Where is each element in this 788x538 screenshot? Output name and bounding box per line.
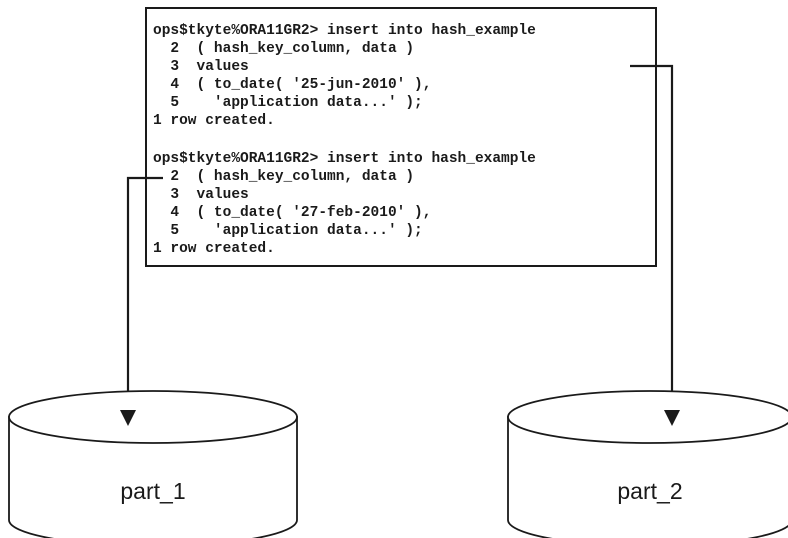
sql-line: 3 values — [153, 187, 249, 203]
sql-line: 4 ( to_date( '25-jun-2010' ), — [153, 77, 431, 93]
sql-line: ops$tkyte%ORA11GR2> insert into hash_exa… — [153, 151, 536, 167]
cylinder-body — [507, 416, 788, 538]
partition-part-2: part_2 — [507, 390, 788, 538]
sql-line: 5 'application data...' ); — [153, 95, 423, 111]
sql-line: 3 values — [153, 59, 249, 75]
partition-part-1: part_1 — [8, 390, 298, 538]
sql-panel-border — [145, 7, 657, 267]
sql-line: 1 row created. — [153, 113, 275, 129]
sql-panel: ops$tkyte%ORA11GR2> insert into hash_exa… — [145, 7, 657, 267]
sql-line: 2 ( hash_key_column, data ) — [153, 41, 414, 57]
sql-line: ops$tkyte%ORA11GR2> insert into hash_exa… — [153, 23, 536, 39]
cylinder-top — [8, 390, 298, 444]
partition-label: part_1 — [120, 478, 185, 504]
connector-line — [126, 176, 163, 410]
sql-line: 1 row created. — [153, 241, 275, 257]
arrow-head-icon — [120, 410, 136, 426]
arrow-head-icon — [664, 410, 680, 426]
connector-line — [630, 64, 674, 410]
sql-line: 5 'application data...' ); — [153, 223, 423, 239]
cylinder-top — [507, 390, 788, 444]
sql-line: 2 ( hash_key_column, data ) — [153, 169, 414, 185]
sql-line: 4 ( to_date( '27-feb-2010' ), — [153, 205, 431, 221]
cylinder-body — [8, 416, 298, 538]
sql-code-lines: ops$tkyte%ORA11GR2> insert into hash_exa… — [153, 23, 536, 257]
partition-label: part_2 — [617, 478, 682, 504]
